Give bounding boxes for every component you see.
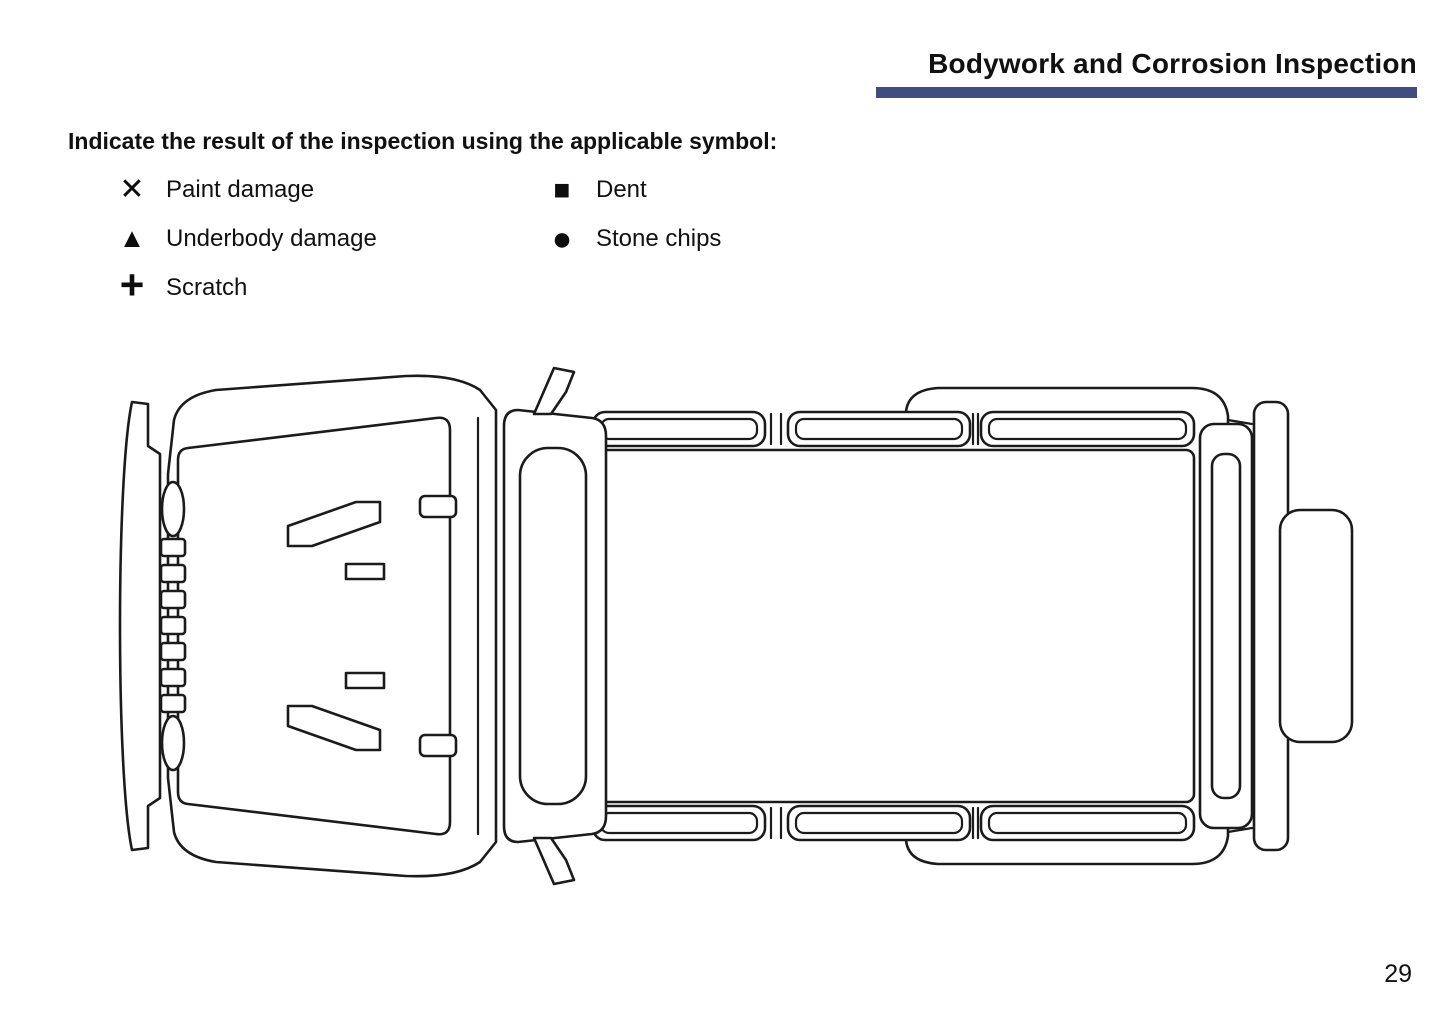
- legend-item-stone-chips: ● Stone chips: [540, 214, 970, 263]
- front-fenders-outline: [166, 374, 498, 878]
- hood-vent-bottom: [286, 704, 382, 752]
- symbol-legend: ✕ Paint damage ▲ Underbody damage + Scra…: [110, 165, 970, 312]
- legend-item-dent: ■ Dent: [540, 165, 970, 214]
- x-mark-icon: ✕: [119, 172, 145, 206]
- vehicle-top-view-diagram: [118, 366, 1354, 886]
- legend-label-stone-chips: Stone chips: [596, 224, 722, 252]
- tailgate: [1198, 418, 1254, 834]
- filled-circle-icon: ●: [551, 219, 573, 258]
- grille-slots: [159, 537, 187, 714]
- page-number: 29: [1384, 960, 1412, 988]
- legend-item-scratch: + Scratch: [110, 263, 540, 312]
- side-mirrors: [532, 366, 576, 886]
- hood-latch-bottom: [418, 733, 458, 758]
- spare-tire: [1278, 508, 1354, 744]
- triangle-icon: ▲: [118, 223, 146, 253]
- mirror-bottom: [532, 836, 576, 886]
- legend-label-scratch: Scratch: [166, 273, 248, 301]
- legend-item-underbody-damage: ▲ Underbody damage: [110, 214, 540, 263]
- instruction-text: Indicate the result of the inspection us…: [68, 128, 778, 154]
- legend-label-dent: Dent: [596, 175, 647, 203]
- legend-label-underbody-damage: Underbody damage: [166, 224, 377, 252]
- rear-fender-flares: [904, 386, 1230, 866]
- page-title: Bodywork and Corrosion Inspection: [928, 48, 1417, 79]
- hood-vent-top: [286, 500, 382, 548]
- plus-icon: +: [119, 260, 145, 308]
- mirror-top: [532, 366, 576, 416]
- door-rails-top: [591, 410, 1196, 448]
- legend-label-paint-damage: Paint damage: [166, 175, 315, 203]
- legend-item-paint-damage: ✕ Paint damage: [110, 165, 540, 214]
- headlights: [160, 480, 186, 772]
- hood: [176, 416, 458, 836]
- legend-column-2: ■ Dent ● Stone chips: [540, 165, 970, 263]
- hood-latch-top: [418, 494, 458, 519]
- door-rails-bottom: [591, 804, 1196, 842]
- legend-column-1: ✕ Paint damage ▲ Underbody damage + Scra…: [110, 165, 540, 312]
- front-bumper: [118, 400, 162, 852]
- title-underline: [876, 87, 1417, 98]
- windshield-frame: [502, 408, 608, 844]
- filled-square-icon: ■: [553, 173, 571, 205]
- body-interior: [592, 448, 1196, 804]
